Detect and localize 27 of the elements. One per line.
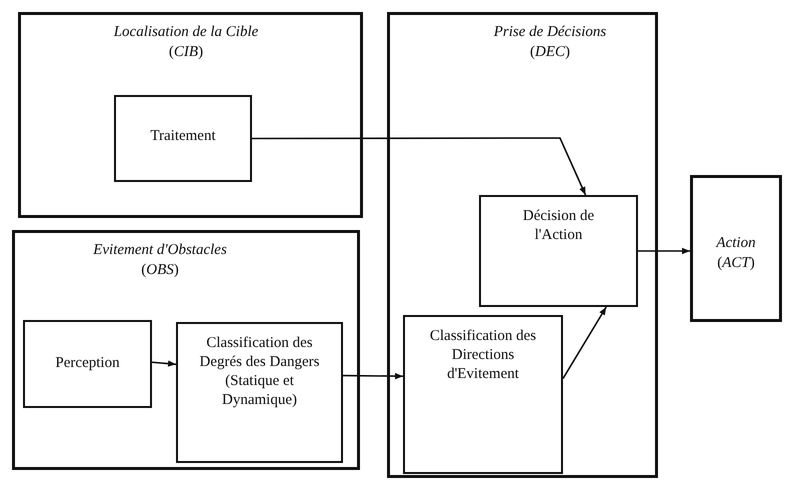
box-label: Perception (54, 354, 121, 373)
process-box (23, 320, 152, 408)
process-box (114, 95, 252, 182)
box-label: Classification des Directions d'Evitement (428, 327, 538, 384)
module-abbreviation: (CIB) (168, 43, 204, 62)
module-abbreviation: (DEC) (529, 43, 571, 62)
module-box (387, 12, 658, 478)
module-abbreviation: (OBS) (140, 261, 180, 280)
module-title: Evitement d'Obstacles (92, 241, 228, 260)
module-title: Prise de Décisions (492, 23, 608, 42)
arrow (638, 248, 690, 254)
box-label: Classification des Degrés des Dangers (Statique et Dynamique) (198, 334, 320, 410)
process-box (479, 195, 638, 307)
module-title: Localisation de la Cible (112, 23, 260, 42)
module-box (690, 175, 782, 322)
arrow (562, 306, 607, 380)
process-box (403, 315, 563, 474)
box-label: Traitement (149, 127, 217, 146)
module-title: Action (714, 234, 757, 253)
arrow (252, 137, 586, 196)
module-box (18, 12, 363, 218)
module-abbreviation: (ACT) (716, 254, 756, 273)
arrow (343, 372, 403, 380)
process-box (176, 322, 343, 463)
arrow (152, 360, 176, 367)
box-label: Décision de l'Action (522, 207, 596, 245)
module-box (12, 230, 360, 470)
